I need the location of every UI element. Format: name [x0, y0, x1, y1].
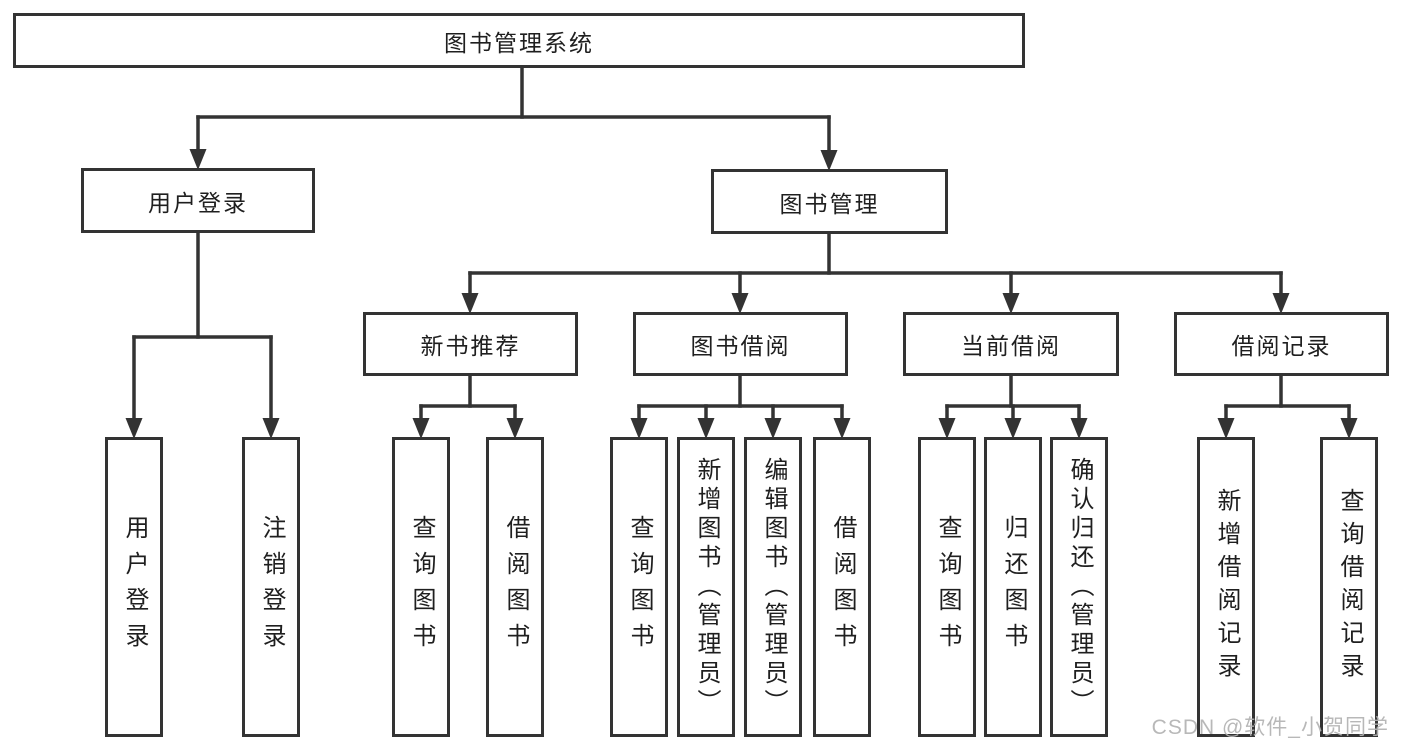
leaf-borrow-books-recommend: 借阅图书: [486, 437, 544, 737]
arrowhead-icon: [125, 418, 143, 439]
arrowhead-icon: [262, 418, 280, 439]
node-root: 图书管理系统: [13, 13, 1025, 68]
node-book-management: 图书管理: [711, 169, 948, 234]
leaf-return-books: 归还图书: [984, 437, 1042, 737]
arrowhead-icon: [697, 418, 715, 439]
leaf-borrow-books: 借阅图书: [813, 437, 871, 737]
node-current-borrowing: 当前借阅: [903, 312, 1119, 376]
connector-arrowheads: [125, 149, 1358, 439]
node-borrow-records: 借阅记录: [1174, 312, 1389, 376]
leaf-query-books-borrowing: 查询图书: [610, 437, 668, 737]
leaf-logout: 注销登录: [242, 437, 300, 737]
arrowhead-icon: [731, 293, 749, 314]
arrowhead-icon: [412, 418, 430, 439]
arrowhead-icon: [1272, 293, 1290, 314]
watermark: CSDN @软件_小贺同学: [1151, 716, 1389, 739]
arrowhead-icon: [820, 150, 838, 171]
node-user-login: 用户登录: [81, 168, 315, 233]
leaf-query-borrow-record: 查询借阅记录: [1320, 437, 1378, 737]
arrowhead-icon: [1340, 418, 1358, 439]
arrowhead-icon: [630, 418, 648, 439]
leaf-query-books-current: 查询图书: [918, 437, 976, 737]
arrowhead-icon: [461, 293, 479, 314]
leaf-add-books-admin: 新增图书（管理员）: [677, 437, 735, 737]
leaf-confirm-return-admin: 确认归还（管理员）: [1050, 437, 1108, 737]
arrowhead-icon: [189, 149, 207, 170]
arrowhead-icon: [1002, 293, 1020, 314]
arrowhead-icon: [1217, 418, 1235, 439]
leaf-query-books-recommend: 查询图书: [392, 437, 450, 737]
leaf-add-borrow-record: 新增借阅记录: [1197, 437, 1255, 737]
arrowhead-icon: [1004, 418, 1022, 439]
arrowhead-icon: [938, 418, 956, 439]
leaf-edit-books-admin: 编辑图书（管理员）: [744, 437, 802, 737]
arrowhead-icon: [1070, 418, 1088, 439]
node-new-book-recommend: 新书推荐: [363, 312, 578, 376]
leaf-user-login: 用户登录: [105, 437, 163, 737]
arrowhead-icon: [506, 418, 524, 439]
node-book-borrowing: 图书借阅: [633, 312, 848, 376]
arrowhead-icon: [764, 418, 782, 439]
arrowhead-icon: [833, 418, 851, 439]
